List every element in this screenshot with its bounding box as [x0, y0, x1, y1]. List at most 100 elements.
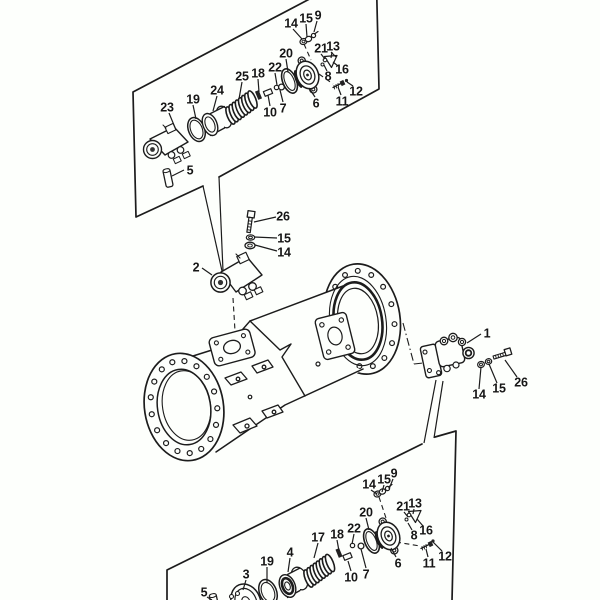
part-label-25: 25: [235, 70, 249, 84]
part-label-14: 14: [472, 388, 486, 402]
callout-leader: [388, 478, 394, 490]
part-label-15: 15: [492, 382, 506, 396]
part-label-22: 22: [347, 522, 361, 536]
housing-hole-dot: [315, 361, 321, 367]
part-label-11: 11: [336, 95, 349, 109]
part-label-7: 7: [280, 102, 287, 116]
callout-leader: [347, 560, 352, 572]
callout-leader: [279, 89, 284, 103]
part-label-26: 26: [514, 376, 528, 390]
callout-leader: [337, 86, 342, 96]
callout-leader: [360, 548, 367, 569]
part-label-11: 11: [423, 557, 436, 571]
callout-leader: [192, 104, 197, 120]
callout-leader: [365, 517, 370, 531]
part-12-top: [344, 78, 349, 83]
callout-leader: [201, 267, 213, 276]
part-17-spring: [303, 553, 336, 588]
part-label-7: 7: [363, 568, 370, 582]
callout-leader: [323, 64, 328, 72]
part-24-sleeve: [201, 105, 233, 137]
part-10-pin-bottom: [342, 552, 353, 561]
axle-housing: [143, 263, 402, 462]
part-label-21: 21: [396, 500, 410, 514]
leader-line: [423, 379, 437, 444]
part-label-13: 13: [408, 497, 422, 511]
tube-bottom-edge: [215, 368, 364, 453]
part-label-19: 19: [186, 93, 200, 107]
callout-leader: [425, 548, 429, 558]
leader-line: [202, 185, 223, 272]
callout-leader: [253, 236, 278, 239]
part-3-detail: [228, 593, 235, 600]
washer-15-top: [245, 234, 256, 241]
part-label-16: 16: [419, 524, 433, 538]
mounting-plate-right: [314, 311, 356, 361]
left-flange-bolt-holes: [147, 358, 221, 457]
washer-14-right: [477, 360, 485, 369]
callout-leader: [504, 359, 518, 378]
detail-box-bottom: [166, 430, 457, 600]
callout-leader: [308, 87, 316, 98]
callout-leader: [238, 81, 243, 100]
callout-leader: [242, 579, 247, 591]
callout-leader: [285, 58, 289, 73]
part-label-8: 8: [411, 529, 418, 543]
callout-leader: [287, 557, 291, 573]
part-19-oring-bottom: [257, 578, 279, 600]
leader-line: [218, 176, 224, 272]
dashed-line: [232, 297, 236, 332]
part-label-20: 20: [279, 47, 293, 61]
callout-leader: [332, 61, 339, 67]
part-6-valve-cover-top: [293, 56, 320, 94]
washer-15-right: [484, 358, 493, 365]
part-23-solenoid: [142, 122, 191, 165]
part-label-3: 3: [243, 568, 250, 582]
washers-14-15-screw-9-top: [299, 30, 319, 46]
part-5-pin-top: [162, 168, 174, 188]
callout-leader: [313, 20, 318, 33]
housing-hole-dot: [247, 394, 253, 400]
part-25-spring: [225, 90, 258, 125]
bolt-26-top: [246, 209, 256, 234]
callout-leader: [381, 484, 385, 493]
part-label-22: 22: [268, 61, 282, 75]
dashdot-line: [402, 322, 415, 365]
part-label-5: 5: [201, 586, 208, 600]
part-3-detail: [234, 590, 241, 597]
callout-leader: [390, 547, 397, 558]
part-label-1: 1: [484, 327, 491, 341]
part-6-valve-cover-bottom: [374, 517, 401, 555]
callout-leader: [336, 539, 340, 552]
part-label-20: 20: [359, 506, 373, 520]
screw-11-top: [332, 79, 346, 90]
callout-leader: [171, 169, 185, 177]
part-label-14: 14: [277, 246, 291, 260]
part-12-bottom: [431, 539, 435, 543]
part-label-18: 18: [330, 528, 344, 542]
dashdot-line: [413, 361, 433, 365]
callout-leader: [267, 94, 271, 107]
part-label-2: 2: [193, 261, 200, 275]
part-label-4: 4: [287, 546, 294, 560]
callout-leader: [330, 51, 333, 59]
callout-leader: [254, 244, 278, 252]
washer-14-top: [244, 241, 256, 250]
part-label-26: 26: [276, 210, 290, 224]
callout-leader: [351, 533, 355, 545]
callout-leader: [412, 508, 415, 515]
callout-leader: [168, 112, 177, 131]
part-label-10: 10: [263, 106, 277, 120]
dashed-line: [378, 496, 387, 519]
callout-leader: [407, 522, 413, 531]
callout-leader: [488, 363, 498, 384]
part-4-bushing: [278, 566, 309, 599]
part-label-10: 10: [344, 571, 358, 585]
part-label-9: 9: [391, 467, 398, 481]
bracket-13-16-bottom: [404, 509, 422, 524]
callout-leader: [403, 511, 409, 518]
callout-leader: [466, 333, 482, 344]
